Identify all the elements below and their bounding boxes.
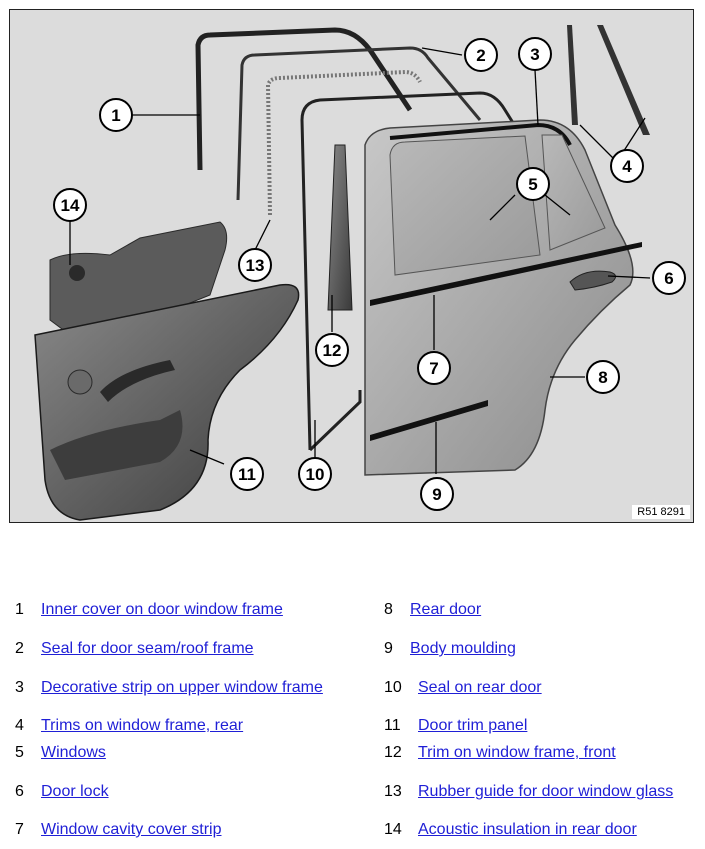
acoustic-insulation — [49, 221, 228, 336]
leader-lines — [69, 47, 651, 474]
legend-number: 7 — [15, 821, 24, 838]
legend-link[interactable]: Rubber guide for door window glass — [418, 783, 674, 800]
trim-window-frame-front — [327, 144, 353, 311]
svg-text:11: 11 — [238, 465, 256, 484]
callout-3: 3 — [518, 37, 552, 71]
svg-text:10: 10 — [306, 465, 325, 484]
seal-door-seam-roof-frame — [236, 46, 482, 201]
legend-link[interactable]: Rear door — [410, 601, 482, 618]
legend-number: 4 — [15, 717, 24, 734]
legend-number: 6 — [15, 783, 24, 800]
rubber-guide-window-glass — [265, 69, 422, 216]
seal-rear-door — [300, 91, 557, 451]
callout-10: 10 — [298, 457, 332, 491]
callout-2: 2 — [464, 38, 498, 72]
legend-number: 12 — [384, 744, 402, 761]
legend-link[interactable]: Acoustic insulation in rear door — [418, 821, 637, 838]
legend-link[interactable]: Decorative strip on upper window frame — [41, 679, 323, 696]
svg-text:13: 13 — [246, 256, 265, 275]
callout-5: 5 — [516, 167, 550, 201]
callout-12: 12 — [315, 333, 349, 367]
callout-4: 4 — [610, 149, 644, 183]
svg-text:1: 1 — [111, 106, 120, 125]
svg-text:4: 4 — [622, 157, 632, 176]
inner-cover-window-frame — [195, 27, 413, 171]
legend-number: 11 — [384, 717, 401, 734]
trims-window-frame-rear — [567, 25, 578, 125]
legend-number: 1 — [15, 601, 24, 618]
legend-number: 8 — [384, 601, 393, 618]
legend-number: 2 — [15, 640, 24, 657]
callout-11: 11 — [230, 457, 264, 491]
svg-text:12: 12 — [323, 341, 342, 360]
legend-link[interactable]: Windows — [41, 744, 106, 761]
svg-text:3: 3 — [530, 45, 539, 64]
figure-reference-code: R51 8291 — [632, 505, 690, 519]
svg-text:7: 7 — [429, 359, 438, 378]
callout-13: 13 — [238, 248, 272, 282]
decorative-strip-upper-frame — [389, 122, 572, 146]
svg-text:2: 2 — [476, 46, 485, 65]
callout-9: 9 — [420, 477, 454, 511]
legend-number: 3 — [15, 679, 24, 696]
callout-6: 6 — [652, 261, 686, 295]
window-glass-quarter — [541, 134, 606, 251]
legend-number: 13 — [384, 783, 402, 800]
callout-7: 7 — [417, 351, 451, 385]
legend-link[interactable]: Trims on window frame, rear — [41, 717, 244, 734]
legend-link[interactable]: Door trim panel — [418, 717, 528, 734]
legend-link[interactable]: Door lock — [41, 783, 109, 800]
legend-link[interactable]: Window cavity cover strip — [41, 821, 222, 838]
svg-text:8: 8 — [598, 368, 607, 387]
legend-number: 10 — [384, 679, 402, 696]
legend-number: 9 — [384, 640, 393, 657]
callout-8: 8 — [586, 360, 620, 394]
legend-number: 14 — [384, 821, 402, 838]
callout-1: 1 — [99, 98, 133, 132]
svg-text:6: 6 — [664, 269, 673, 288]
legend-link[interactable]: Inner cover on door window frame — [41, 601, 283, 618]
svg-text:9: 9 — [432, 485, 441, 504]
legend-link[interactable]: Seal on rear door — [418, 679, 542, 696]
legend-number: 5 — [15, 744, 24, 761]
legend-link[interactable]: Trim on window frame, front — [418, 744, 616, 761]
body-moulding-strip — [370, 400, 488, 441]
legend-link[interactable]: Seal for door seam/roof frame — [41, 640, 254, 657]
window-glass-main — [389, 135, 541, 276]
callout-14: 14 — [53, 188, 87, 222]
window-cavity-cover-strip — [370, 242, 642, 306]
svg-text:14: 14 — [61, 196, 80, 215]
svg-text:5: 5 — [528, 175, 537, 194]
legend-link[interactable]: Body moulding — [410, 640, 516, 657]
